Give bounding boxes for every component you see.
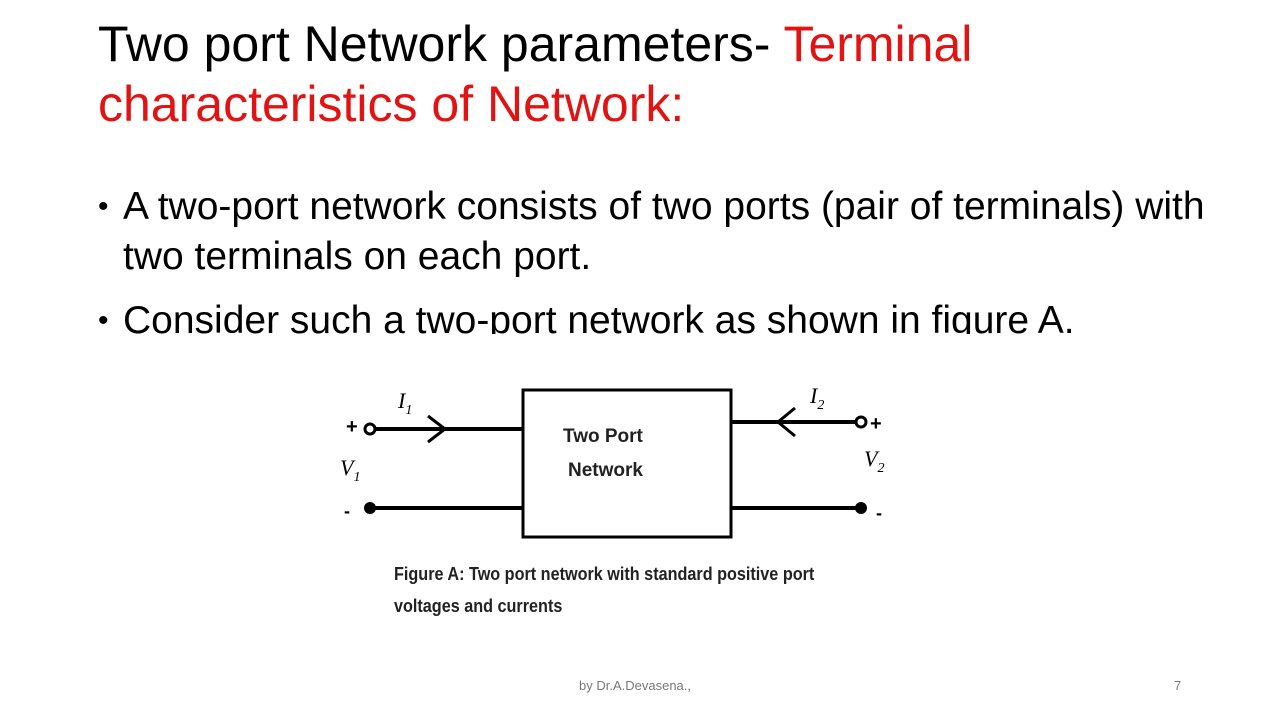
i2-symbol: I — [809, 383, 819, 408]
slide-title-red: Terminal characteristics of Network: — [98, 16, 973, 132]
bullet-text: A two-port network consists of two ports… — [123, 185, 1205, 278]
figure-caption: Figure A: Two port network with standard… — [394, 558, 844, 622]
bullet-list: • A two-port network consists of two por… — [98, 182, 1238, 348]
network-box — [521, 388, 733, 539]
right-plus-label: + — [870, 413, 882, 435]
footer-author: by Dr.A.Devasena., — [579, 678, 691, 693]
page-number: 7 — [1174, 678, 1182, 693]
caption-line1: Figure A: Two port network with standard… — [394, 564, 815, 584]
slide-title-black: Two port Network parameters- — [98, 16, 784, 72]
arrow-right-icon — [427, 414, 448, 444]
right-bottom-terminal — [855, 502, 867, 514]
v1-symbol: V — [340, 455, 356, 480]
voltage-v1-label: V1 — [340, 455, 360, 485]
bullet-text: Consider such a two-port network as show… — [123, 299, 1075, 334]
i2-subscript: 2 — [817, 398, 824, 413]
slide-title: Two port Network parameters- Terminal ch… — [98, 14, 1198, 134]
bullet-dot-icon: • — [98, 304, 109, 334]
left-top-terminal — [363, 422, 377, 436]
arrow-left-icon — [775, 406, 796, 438]
left-plus-label: + — [346, 416, 358, 438]
right-minus-label: - — [876, 503, 882, 523]
left-minus-label: - — [344, 501, 350, 521]
bullet-item: • A two-port network consists of two por… — [98, 182, 1238, 282]
box-label-line2: Network — [568, 460, 643, 481]
bullet-dot-icon: • — [98, 190, 109, 223]
right-top-terminal — [854, 415, 868, 429]
v2-subscript: 2 — [877, 461, 884, 476]
two-port-network-diagram: Two Port Network I1 I2 V1 V2 + - + - — [340, 383, 884, 539]
voltage-v2-label: V2 — [864, 446, 884, 476]
v2-symbol: V — [864, 446, 880, 471]
figure-a: Two Port Network I1 I2 V1 V2 + - + - Fig… — [330, 378, 900, 628]
v1-subscript: 1 — [353, 470, 360, 485]
caption-line2: voltages and currents — [394, 596, 563, 616]
i1-subscript: 1 — [405, 403, 412, 418]
box-label-line1: Two Port — [563, 426, 644, 447]
current-i2-label: I2 — [809, 383, 824, 413]
bullet-item: • Consider such a two-port network as sh… — [98, 296, 1238, 334]
current-i1-label: I1 — [397, 388, 412, 418]
i1-symbol: I — [397, 388, 407, 413]
left-bottom-terminal — [364, 502, 376, 514]
